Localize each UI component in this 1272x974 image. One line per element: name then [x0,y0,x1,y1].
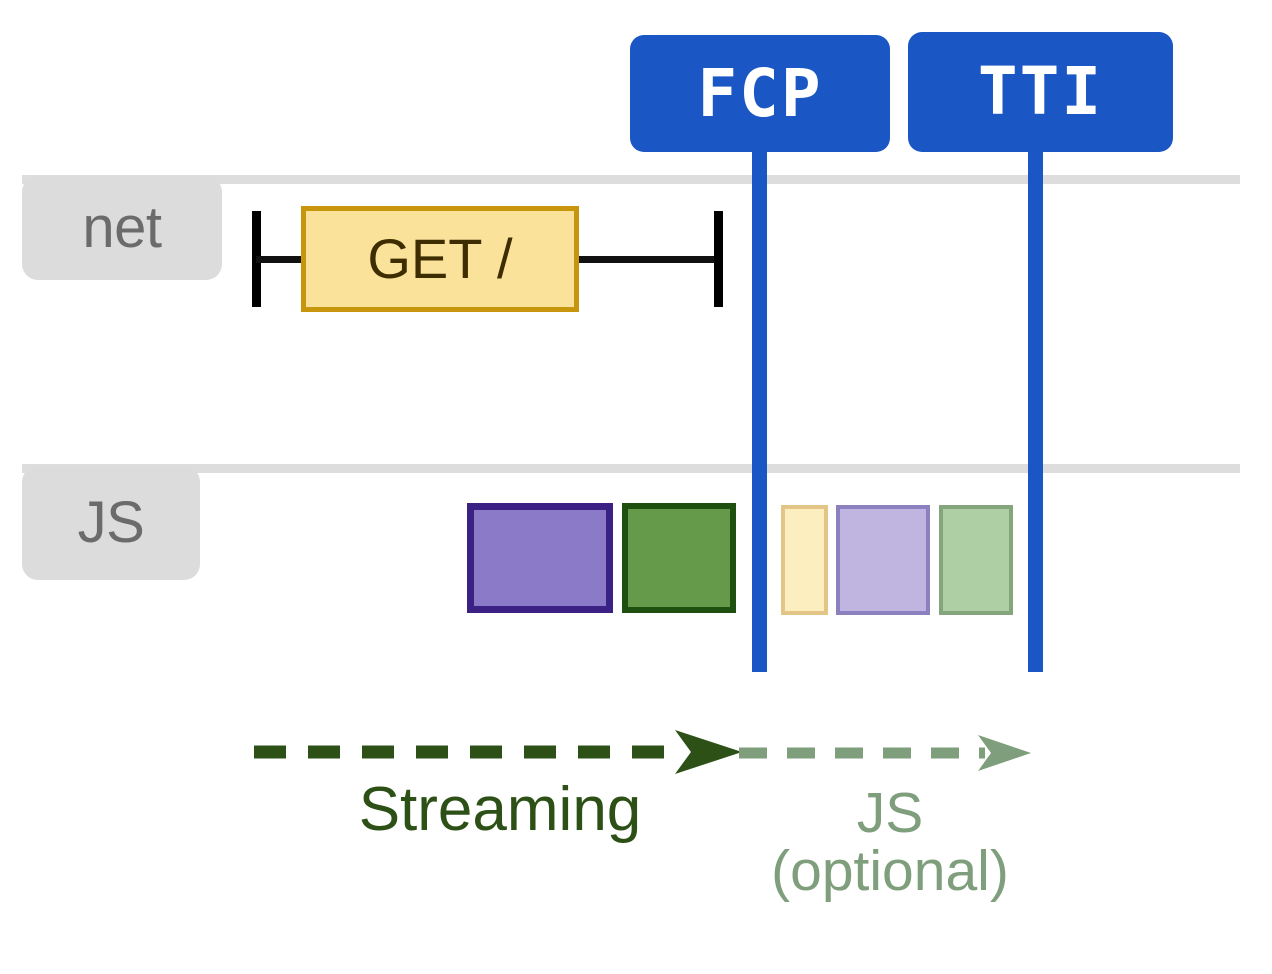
timeline-track-js [22,464,1240,473]
js-task-block-faded [939,505,1013,615]
row-label-net: net [22,176,222,280]
js-optional-arrow-icon [739,735,1031,771]
js-task-block-faded [781,505,828,615]
js-task-block [467,503,613,613]
js-task-block-faded [836,505,930,615]
request-end-cap [714,211,723,307]
tti-marker-label: TTI [908,32,1173,152]
row-label-js: JS [22,466,200,580]
js-task-block [622,503,736,613]
tti-marker-line [1028,140,1043,672]
streaming-label: Streaming [358,775,642,844]
js-optional-label-line2: (optional) [771,839,1009,904]
network-request-block: GET / [301,206,579,312]
streaming-arrow-icon [254,730,742,774]
js-optional-label: JS (optional) [730,784,1050,900]
fcp-marker-label: FCP [630,35,890,152]
timeline-track-net [22,175,1240,184]
js-optional-label-line1: JS [856,781,924,845]
fcp-marker-line [752,140,767,672]
